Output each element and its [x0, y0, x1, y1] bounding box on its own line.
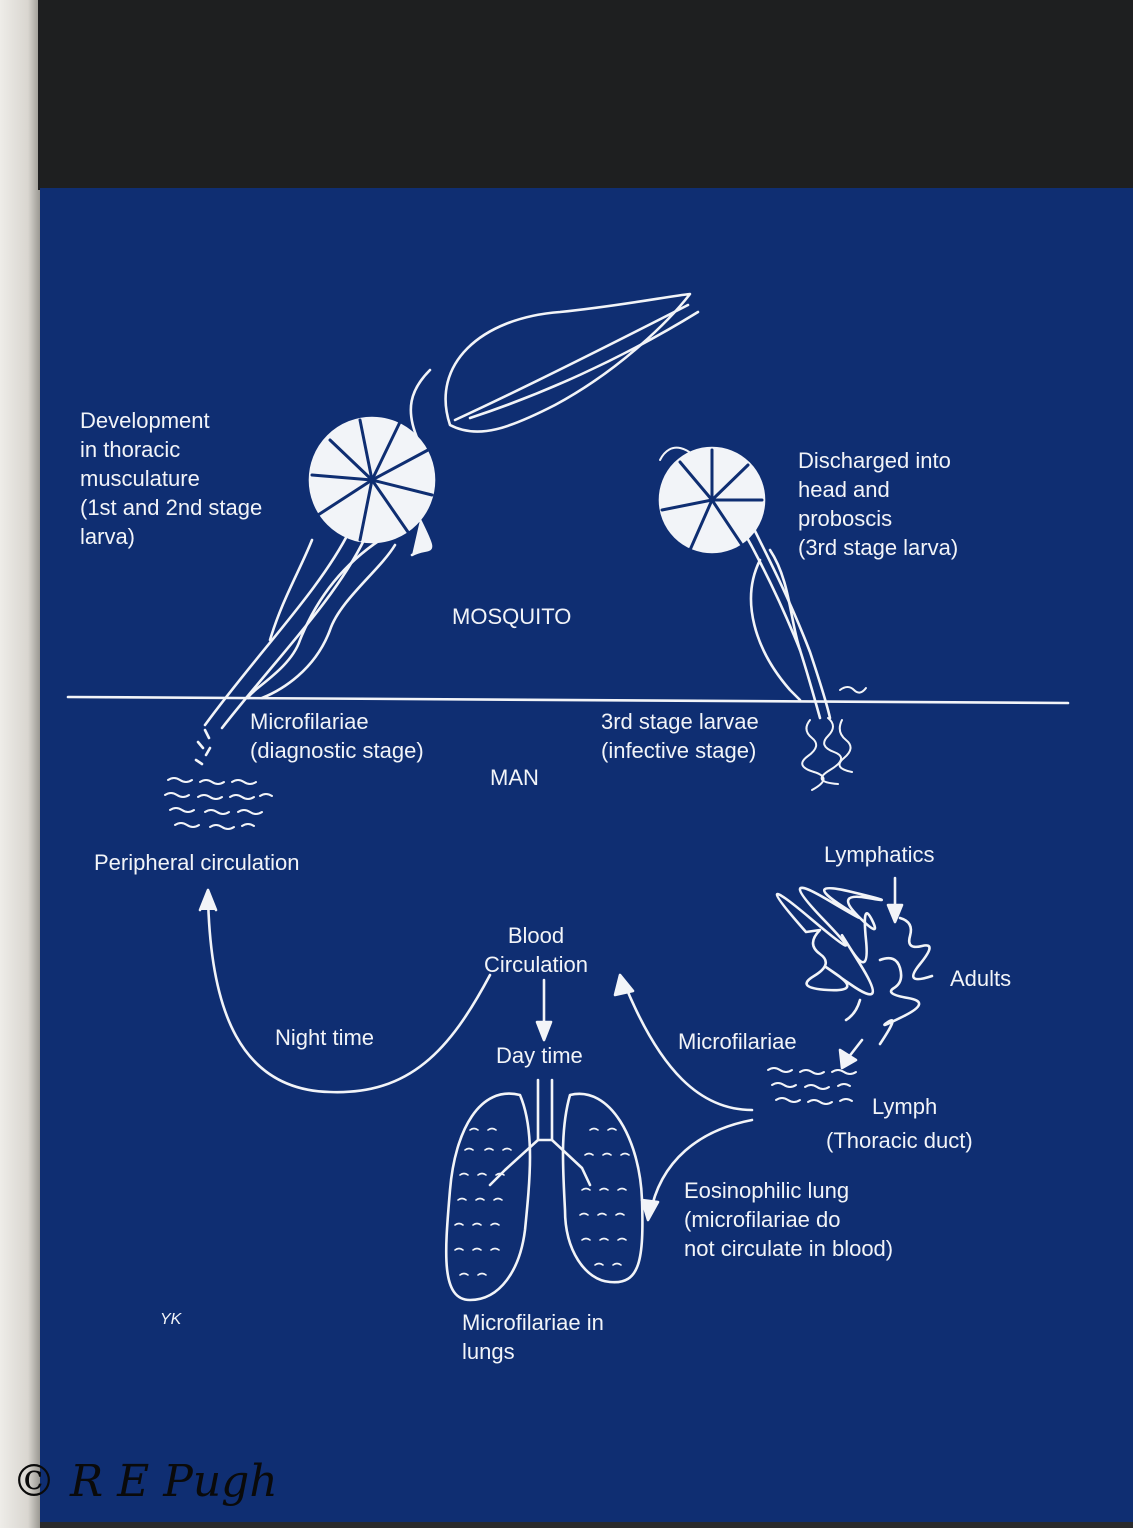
label-peripheral: Peripheral circulation	[94, 850, 300, 875]
skin-surface-line	[66, 695, 1070, 705]
slide-mount-bottom	[40, 1522, 1133, 1528]
label-blood-circulation-line: Circulation	[484, 952, 588, 977]
label-eosinophilic-line: (microfilariae do	[684, 1207, 841, 1232]
label-eosinophilic: Eosinophilic lung (microfilariae do not …	[684, 1176, 893, 1263]
label-day-time: Day time	[496, 1043, 583, 1068]
label-man: MAN	[490, 765, 539, 790]
label-lungs-line: lungs	[462, 1339, 515, 1364]
label-eosinophilic-line: Eosinophilic lung	[684, 1178, 850, 1203]
label-lungs: Microfilariae in lungs	[462, 1308, 604, 1366]
label-development-line: Development	[80, 408, 210, 433]
label-development-line: musculature	[80, 466, 200, 491]
label-lungs-line: Microfilariae in	[462, 1310, 604, 1335]
label-third-stage-line: (infective stage)	[601, 738, 757, 763]
label-third-stage: 3rd stage larvae (infective stage)	[601, 707, 759, 765]
label-thoracic-duct: (Thoracic duct)	[826, 1128, 973, 1153]
day-time-arrowhead	[535, 1020, 553, 1042]
artist-initials: YK	[160, 1311, 182, 1328]
label-third-stage-line: 3rd stage larvae	[601, 709, 759, 734]
lungs-icon	[444, 1078, 644, 1302]
label-discharged-line: head and	[798, 477, 890, 502]
lymph-to-blood-arrow	[623, 983, 754, 1112]
label-discharged-line: proboscis	[798, 506, 893, 531]
label-development: Development in thoracic musculature (1st…	[80, 406, 262, 551]
slide-mount-top	[38, 0, 1133, 190]
label-discharged: Discharged into head and proboscis (3rd …	[798, 446, 958, 562]
label-adults: Adults	[950, 966, 1012, 991]
label-discharged-line: (3rd stage larva)	[798, 535, 959, 560]
mosquito-left-icon	[194, 292, 700, 766]
label-discharged-line: Discharged into	[798, 448, 951, 473]
label-development-line: in thoracic	[80, 437, 181, 462]
diagram-panel	[40, 188, 1133, 1528]
label-development-line: (1st and 2nd stage	[80, 495, 263, 520]
microfilariae-blood-cluster-icon	[164, 777, 273, 830]
label-lymphatics: Lymphatics	[824, 842, 935, 867]
mosquito-right-icon	[658, 446, 867, 791]
lymph-to-lungs-arrowhead	[640, 1198, 660, 1222]
label-night-time: Night time	[275, 1025, 375, 1050]
label-blood-circulation-line: Blood	[507, 923, 565, 948]
lymph-to-blood-arrowhead	[613, 973, 635, 997]
night-time-arrow	[206, 893, 492, 1094]
copyright-watermark: © R E Pugh	[12, 1456, 278, 1507]
label-microfilariae-mid: Microfilariae	[678, 1029, 797, 1054]
label-microfilariae-diagnostic: Microfilariae (diagnostic stage)	[250, 707, 424, 765]
label-microfilariae-diagnostic-line: (diagnostic stage)	[250, 738, 424, 763]
label-blood-circulation: Blood Circulation	[484, 921, 588, 979]
label-lymph: Lymph	[872, 1094, 938, 1119]
lymphatics-arrowhead	[886, 903, 904, 924]
lymph-microfilariae-icon	[767, 1067, 857, 1105]
label-eosinophilic-line: not circulate in blood)	[684, 1236, 894, 1261]
label-mosquito: MOSQUITO	[452, 604, 572, 629]
adult-worms-icon	[775, 886, 883, 996]
night-time-arrowhead	[198, 888, 218, 912]
label-development-line: larva)	[80, 524, 136, 549]
microfilariae-to-lymph-arrowhead	[838, 1048, 858, 1070]
slide-mount-edge	[0, 0, 40, 1528]
lymph-to-lungs-arrow	[648, 1118, 754, 1217]
label-microfilariae-diagnostic-line: Microfilariae	[250, 709, 369, 734]
